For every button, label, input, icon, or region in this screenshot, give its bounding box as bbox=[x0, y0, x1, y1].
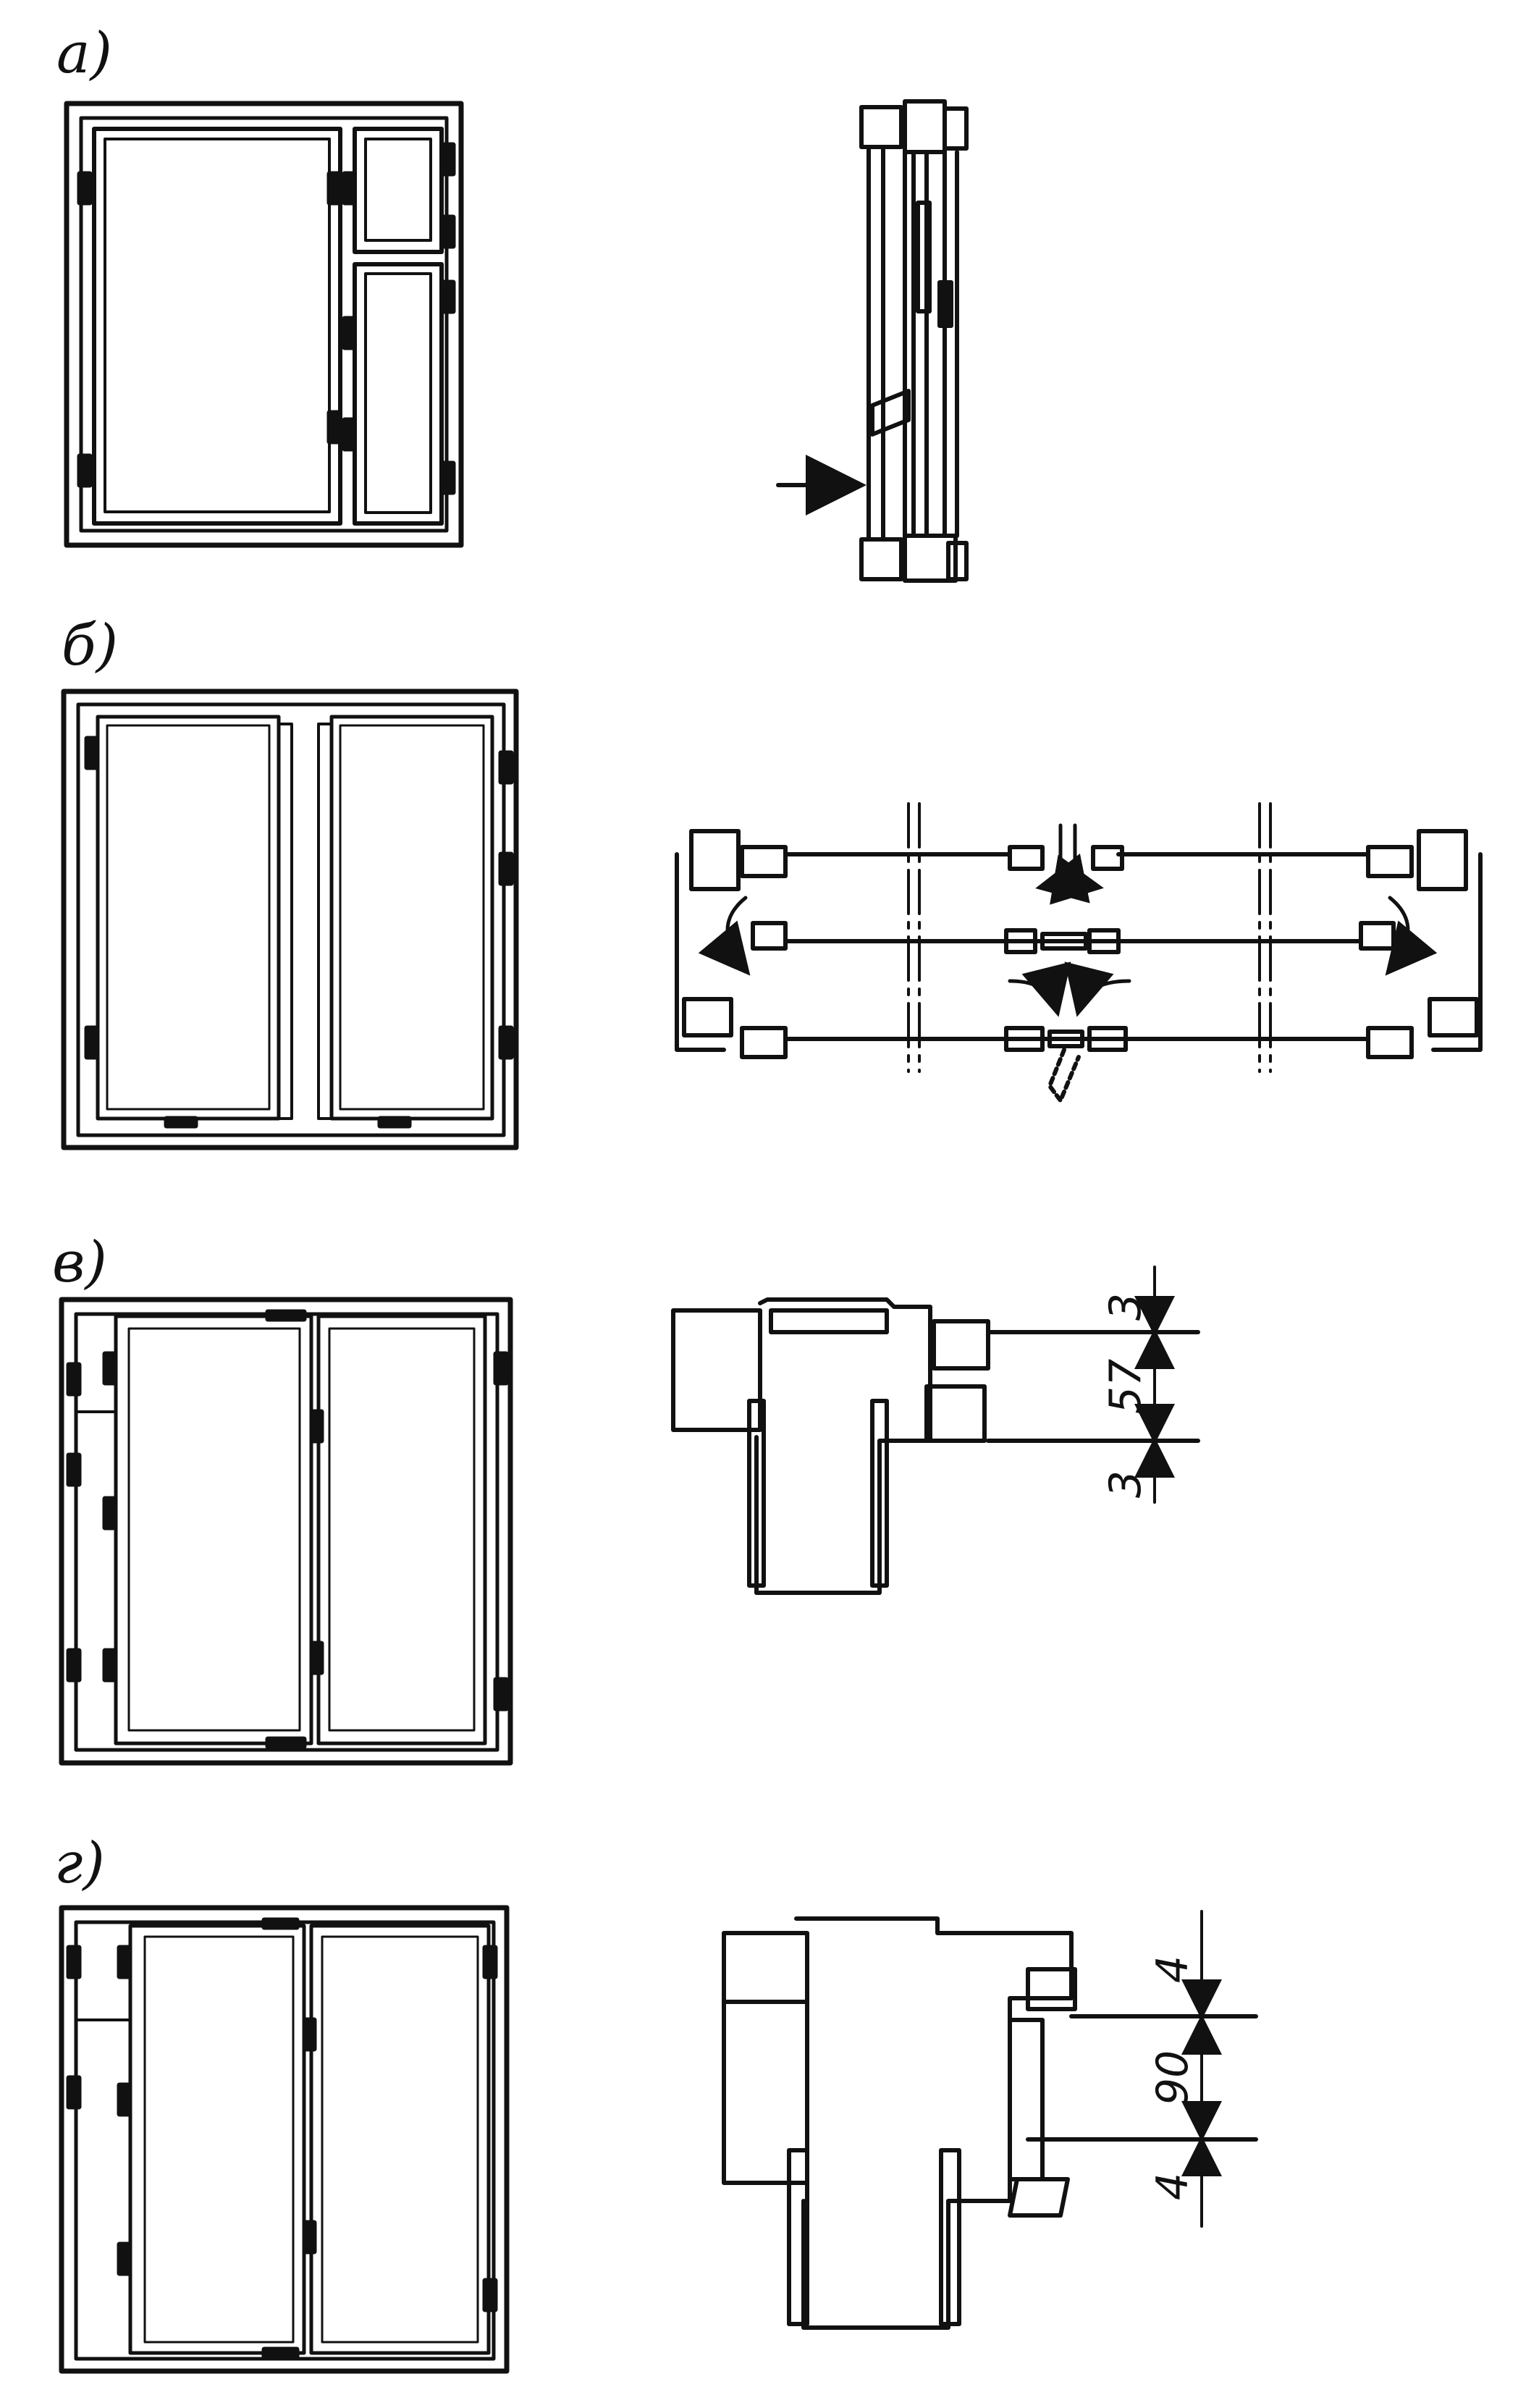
dimension-v-top: 3 bbox=[1100, 1293, 1151, 1321]
panel-v-elevation bbox=[59, 1297, 513, 1766]
panel-label-b: б) bbox=[62, 613, 118, 678]
dimension-g-top: 4 bbox=[1147, 1956, 1198, 1983]
panel-label-v: в) bbox=[52, 1230, 107, 1295]
dimension-g-middle: 90 bbox=[1147, 2050, 1198, 2105]
dimension-v-middle: 57 bbox=[1100, 1359, 1151, 1414]
panel-label-a: а) bbox=[56, 21, 112, 86]
panel-v-section bbox=[671, 1266, 1200, 1595]
panel-g-elevation bbox=[59, 1905, 510, 2374]
dimension-g-bottom: 4 bbox=[1147, 2173, 1198, 2200]
panel-b-plan bbox=[675, 802, 1483, 1103]
panel-g-section bbox=[722, 1910, 1258, 2330]
panel-b-elevation bbox=[61, 689, 519, 1150]
dimension-v-bottom: 3 bbox=[1100, 1470, 1151, 1498]
panel-a-elevation bbox=[64, 101, 464, 548]
panel-label-g: г) bbox=[54, 1831, 105, 1896]
panel-a-section bbox=[776, 99, 969, 583]
